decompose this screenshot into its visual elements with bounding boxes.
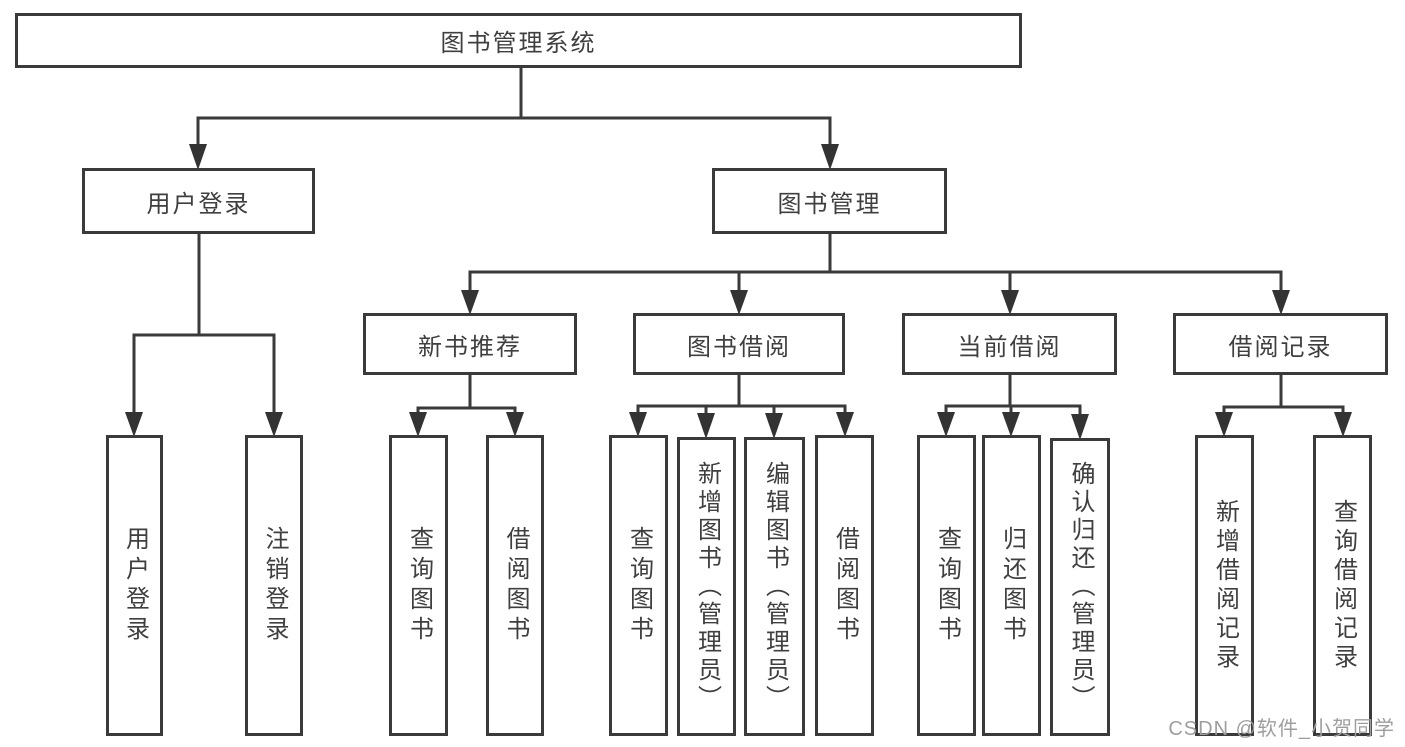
node-current-borrow: 当前借阅 <box>902 313 1117 375</box>
leaf-user-login-label: 用户登录 <box>121 525 149 646</box>
node-new-books-label: 新书推荐 <box>418 333 522 361</box>
node-book-mgmt-label: 图书管理 <box>777 190 882 218</box>
leaf-borrow-borrow-label: 借阅图书 <box>831 525 859 646</box>
node-user-login-label: 用户登录 <box>146 190 251 218</box>
leaf-logout-label: 注销登录 <box>261 525 288 646</box>
leaf-current-return-label: 归还图书 <box>998 525 1026 646</box>
node-borrowing: 图书借阅 <box>633 313 845 375</box>
node-user-login: 用户登录 <box>82 168 315 234</box>
leaf-user-login: 用户登录 <box>106 435 163 736</box>
node-borrow-records: 借阅记录 <box>1173 313 1388 375</box>
node-root-system: 图书管理系统 <box>15 13 1022 68</box>
leaf-current-return: 归还图书 <box>982 435 1041 736</box>
node-borrow-records-label: 借阅记录 <box>1228 333 1333 361</box>
leaf-newbooks-borrow-label: 借阅图书 <box>502 525 529 646</box>
node-borrowing-label: 图书借阅 <box>687 333 791 361</box>
leaf-borrow-borrow: 借阅图书 <box>815 435 874 736</box>
leaf-borrow-add-label: 新增图书（管理员） <box>693 460 721 713</box>
leaf-current-confirm: 确认归还（管理员） <box>1050 438 1110 736</box>
leaf-current-query: 查询图书 <box>917 435 976 736</box>
leaf-newbooks-query: 查询图书 <box>389 435 448 736</box>
leaf-records-query-label: 查询借阅记录 <box>1329 498 1357 673</box>
leaf-logout: 注销登录 <box>245 435 303 736</box>
leaf-newbooks-borrow: 借阅图书 <box>486 435 544 736</box>
node-current-borrow-label: 当前借阅 <box>957 333 1062 361</box>
leaf-borrow-add: 新增图书（管理员） <box>677 437 736 736</box>
node-book-mgmt: 图书管理 <box>712 168 947 234</box>
leaf-records-add-label: 新增借阅记录 <box>1211 498 1239 673</box>
leaf-borrow-edit: 编辑图书（管理员） <box>744 437 805 736</box>
csdn-watermark: CSDN @软件_小贺同学 <box>1168 718 1395 740</box>
leaf-borrow-query-label: 查询图书 <box>625 525 653 646</box>
node-root-label: 图书管理系统 <box>440 30 597 57</box>
leaf-records-add: 新增借阅记录 <box>1195 435 1254 736</box>
leaf-borrow-edit-label: 编辑图书（管理员） <box>761 460 789 713</box>
leaf-current-confirm-label: 确认归还（管理员） <box>1067 461 1094 713</box>
leaf-current-query-label: 查询图书 <box>933 525 961 646</box>
leaf-borrow-query: 查询图书 <box>609 435 668 736</box>
leaf-newbooks-query-label: 查询图书 <box>405 525 433 646</box>
node-new-books: 新书推荐 <box>363 313 577 375</box>
leaf-records-query: 查询借阅记录 <box>1313 435 1372 736</box>
